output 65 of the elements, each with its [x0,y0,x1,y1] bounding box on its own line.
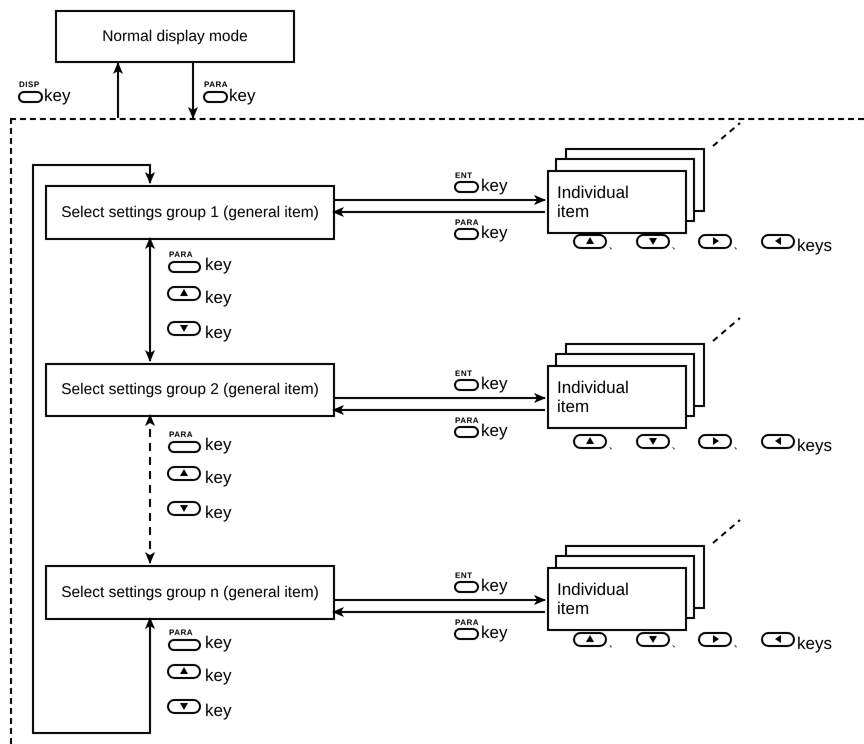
key-label: key [205,323,232,342]
arrow [145,414,155,564]
separator: 、 [608,636,620,648]
key-label: key [481,623,508,642]
box-text: Select settings group n (general item) [61,582,319,603]
mode-box [55,10,295,63]
box-text: Individual item [557,183,630,221]
key-label: keys [797,236,832,255]
arrow [188,63,198,119]
key-caption: PARA [169,430,194,439]
item-box [547,365,687,429]
key-caption: ENT [455,571,472,580]
key-label: key [205,255,232,274]
key-label: key [205,666,232,685]
key-caption: DISP [19,80,40,89]
key-caption: ENT [455,369,472,378]
box-text: Select settings group 1 (general item) [61,202,319,223]
separator: 、 [608,438,620,450]
separator: 、 [733,438,745,450]
key-label: keys [797,634,832,653]
separator: 、 [733,636,745,648]
key-label: key [481,176,508,195]
key-label: key [44,86,70,105]
arrow [32,164,155,734]
key-caption: PARA [204,80,228,89]
key-label: key [205,435,232,454]
arrow [332,607,545,617]
arrow [113,62,123,118]
key-label: keys [797,436,832,455]
key-caption: PARA [455,218,480,227]
mode-box [45,363,335,417]
item-box [547,170,687,234]
arrow [332,207,545,217]
key-caption: PARA [169,250,194,259]
box-text: Select settings group 2 (general item) [61,380,319,400]
arrow [333,195,546,205]
key-label: key [481,421,508,440]
arrow [145,237,155,362]
separator: 、 [608,238,620,250]
separator: 、 [733,238,745,250]
arrow [333,595,546,605]
key-caption: PARA [455,416,480,425]
separator: 、 [671,636,683,648]
key-caption: ENT [455,171,472,180]
arrow [332,405,545,415]
key-label: key [481,374,508,393]
key-label: key [229,86,256,105]
key-label: key [205,468,232,487]
box-text: Normal display mode [102,26,248,47]
box-text: Individual item [557,378,630,416]
box-text: Individual item [557,580,630,618]
key-label: key [205,633,232,652]
key-caption: PARA [455,618,480,627]
item-box [547,567,687,631]
mode-box [45,565,335,620]
separator: 、 [671,438,683,450]
key-label: key [481,576,508,595]
separator: 、 [671,238,683,250]
mode-box [45,185,335,240]
key-label: key [205,288,232,307]
arrow [333,393,546,403]
key-label: key [481,223,508,242]
key-caption: PARA [169,628,194,637]
key-label: key [205,701,232,720]
key-label: key [205,503,232,522]
